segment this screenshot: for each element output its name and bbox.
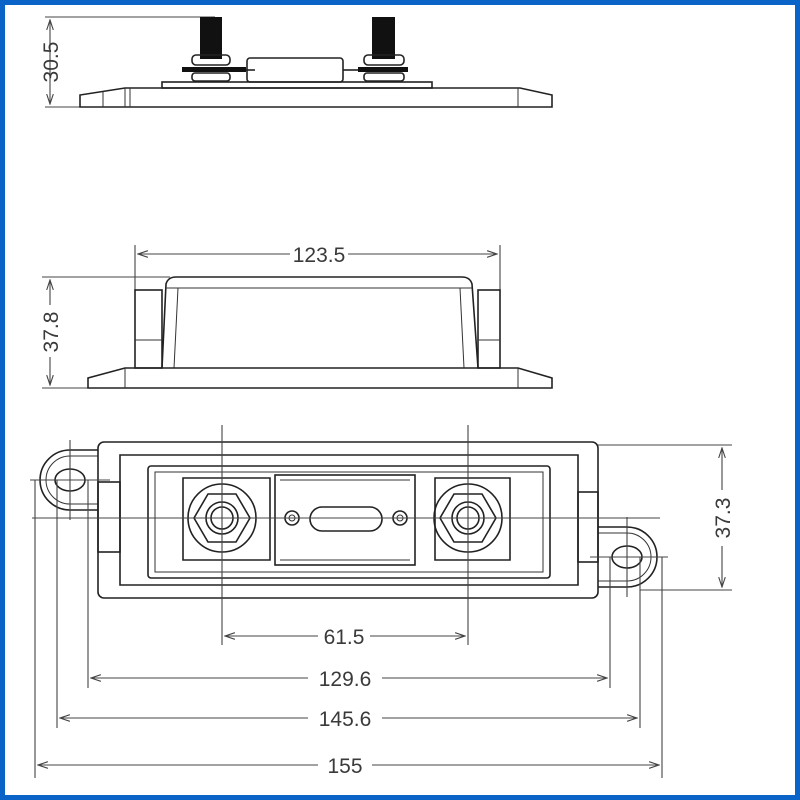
- side-view: 123.5 37.8: [38, 243, 553, 389]
- dim-mount-inner-label: 129.6: [319, 668, 372, 691]
- dim-side-width-label: 123.5: [293, 244, 346, 267]
- dim-side-height-label: 37.8: [40, 312, 63, 353]
- fuse-cover: [274, 474, 416, 566]
- stud-right: [343, 17, 408, 82]
- dim-overall-length-label: 155: [327, 755, 362, 778]
- dim-top-height-label: 30.5: [40, 42, 63, 83]
- stud-left: [182, 17, 255, 82]
- dim-mount-outer-label: 145.6: [319, 708, 372, 731]
- fuse-slot: [309, 506, 383, 532]
- dim-stud-spacing-label: 61.5: [324, 626, 365, 649]
- dim-plan-height-label: 37.3: [712, 498, 735, 539]
- plan-view: 37.3 61.5 129.6 145.6 155: [30, 425, 735, 778]
- top-view: 30.5: [40, 16, 553, 108]
- base-plate: [79, 87, 553, 108]
